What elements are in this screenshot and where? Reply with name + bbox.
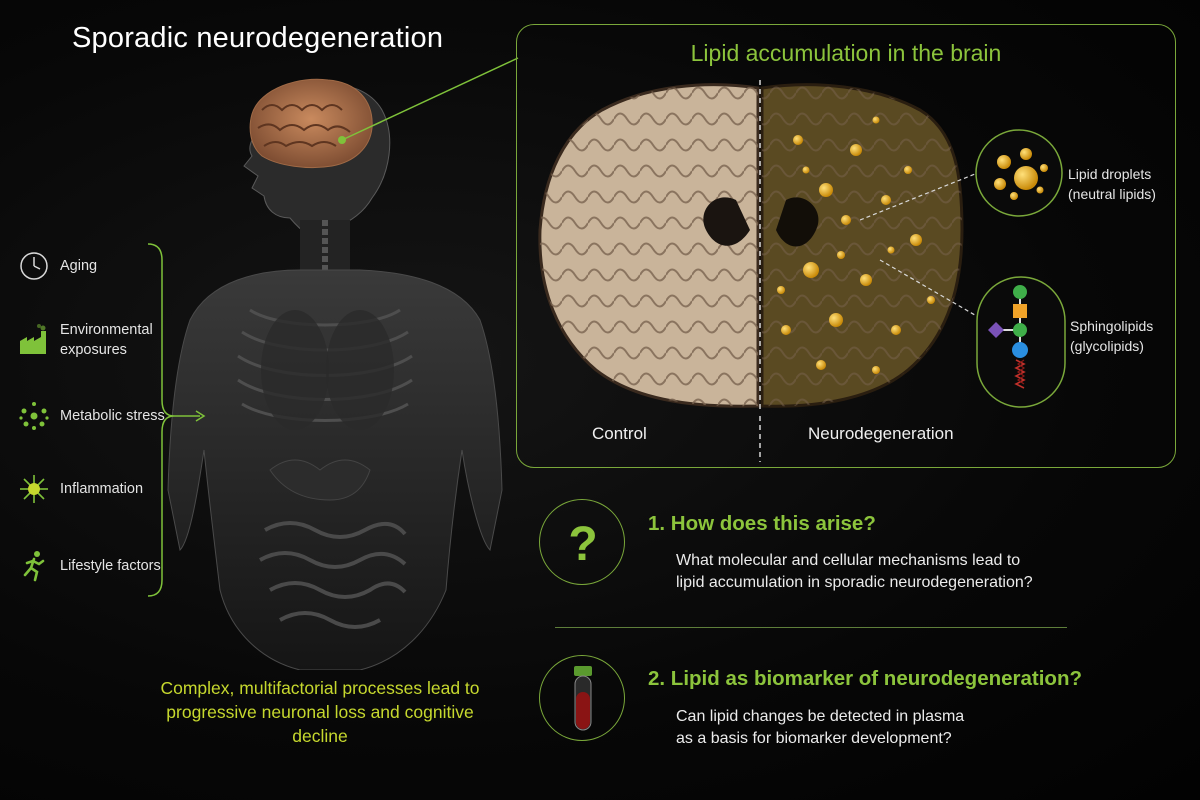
factor-label: Metabolic stress [60,408,165,424]
figure-caption: Complex, multifactorial processes lead t… [160,678,480,746]
svg-text:?: ? [568,518,597,571]
question-1-title: 1. How does this arise? [648,512,876,535]
brain-highlight [249,78,373,169]
midline-extension [759,416,761,462]
lipid-droplets-icon [975,129,1063,217]
clock-icon [14,246,54,286]
sphingolipid-icon [976,276,1066,408]
neurodegeneration-label: Neurodegeneration [808,424,954,443]
molecules-icon [14,396,54,436]
question-2-body: Can lipid changes be detected in plasma … [676,708,965,747]
brain-connector-line [341,57,519,141]
lipid-accumulation-panel [516,24,1176,468]
factor-label: Lifestyle factors [60,558,161,574]
factor-environmental: Environmental exposures [14,318,174,362]
immune-cell-icon [14,469,54,509]
callout-connectors [860,171,981,319]
question-mark-icon: ? [568,518,597,571]
factor-label: Aging [60,258,98,274]
factory-icon [14,320,54,360]
panel-title: Lipid accumulation in the brain [690,40,1002,66]
factors-bracket [147,243,206,597]
factor-label: Inflammation [60,481,144,497]
sphingolipids-callout: Sphingolipids (glycolipids) [1070,318,1154,354]
human-figure-illustration [167,78,503,670]
page-title: Sporadic neurodegeneration [72,22,444,54]
question-2-badge [539,655,625,741]
runner-icon [14,546,54,586]
blood-tube-icon [574,666,592,731]
control-label: Control [592,424,647,443]
lipid-droplets-callout: Lipid droplets (neutral lipids) [1068,166,1156,202]
question-2-title: 2. Lipid as biomarker of neurodegenerati… [648,667,1082,690]
brain-cross-section [538,80,964,410]
section-divider [555,627,1067,628]
factor-metabolic: Metabolic stress [14,394,174,438]
question-1-body: What molecular and cellular mechanisms l… [676,552,1033,591]
factor-label: Environmental exposures [60,322,153,358]
question-1-badge: ? [539,499,625,585]
factor-inflammation: Inflammation [14,467,174,511]
factor-lifestyle: Lifestyle factors [14,544,174,588]
factor-aging: Aging [14,244,174,288]
